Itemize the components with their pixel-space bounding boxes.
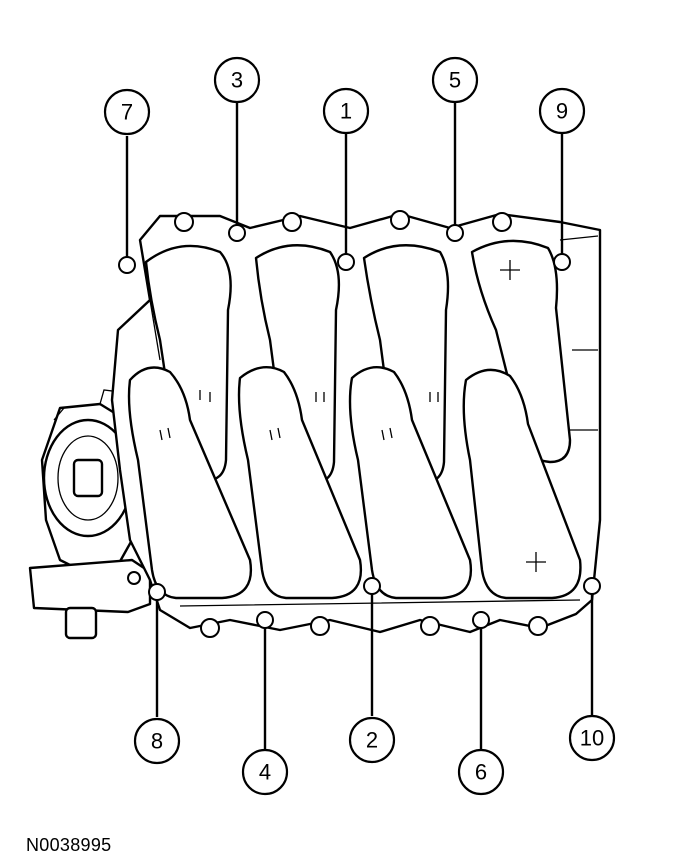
flange-bosses bbox=[174, 210, 548, 638]
runner-upper-1 bbox=[144, 244, 232, 482]
runner-lower-3 bbox=[348, 366, 473, 600]
callout-6: 6 bbox=[457, 748, 505, 796]
callout-3: 3 bbox=[213, 56, 261, 104]
callout-5: 5 bbox=[431, 56, 479, 104]
bolt-8 bbox=[148, 583, 166, 601]
runner-upper-4 bbox=[470, 239, 572, 464]
bolts bbox=[118, 224, 601, 629]
callout-9-number: 9 bbox=[556, 99, 568, 124]
callout-9: 9 bbox=[538, 87, 586, 135]
callout-10-number: 10 bbox=[580, 726, 604, 751]
throttle-body bbox=[28, 389, 152, 640]
callout-4-number: 4 bbox=[259, 760, 271, 785]
callout-1-number: 1 bbox=[340, 99, 352, 124]
runner-lower-1 bbox=[127, 366, 253, 600]
callout-3-number: 3 bbox=[231, 68, 243, 93]
bolt-6 bbox=[472, 611, 490, 629]
callout-2-number: 2 bbox=[366, 728, 378, 753]
callout-1: 1 bbox=[322, 87, 370, 135]
bolt-2 bbox=[363, 577, 381, 595]
bolt-4 bbox=[256, 611, 274, 629]
bolt-3 bbox=[228, 224, 246, 242]
bolt-1 bbox=[337, 253, 355, 271]
callout-2: 2 bbox=[348, 716, 396, 764]
callout-8-number: 8 bbox=[151, 729, 163, 754]
callout-5-number: 5 bbox=[449, 68, 461, 93]
callout-10: 10 bbox=[568, 714, 616, 762]
callout-7-number: 7 bbox=[121, 100, 133, 125]
callout-6-number: 6 bbox=[475, 760, 487, 785]
bolt-9 bbox=[553, 253, 571, 271]
figure-id-label: N0038995 bbox=[26, 835, 112, 855]
runner-lower-2 bbox=[237, 366, 363, 600]
bolt-7 bbox=[118, 256, 136, 274]
callout-4: 4 bbox=[241, 748, 289, 796]
intake-runners bbox=[127, 239, 582, 600]
bolt-10 bbox=[583, 577, 601, 595]
runner-lower-4 bbox=[462, 368, 582, 600]
runner-upper-3 bbox=[362, 244, 450, 484]
leader-lines bbox=[125, 103, 594, 749]
bolt-5 bbox=[446, 224, 464, 242]
callout-7: 7 bbox=[103, 88, 151, 136]
callout-8: 8 bbox=[133, 717, 181, 765]
